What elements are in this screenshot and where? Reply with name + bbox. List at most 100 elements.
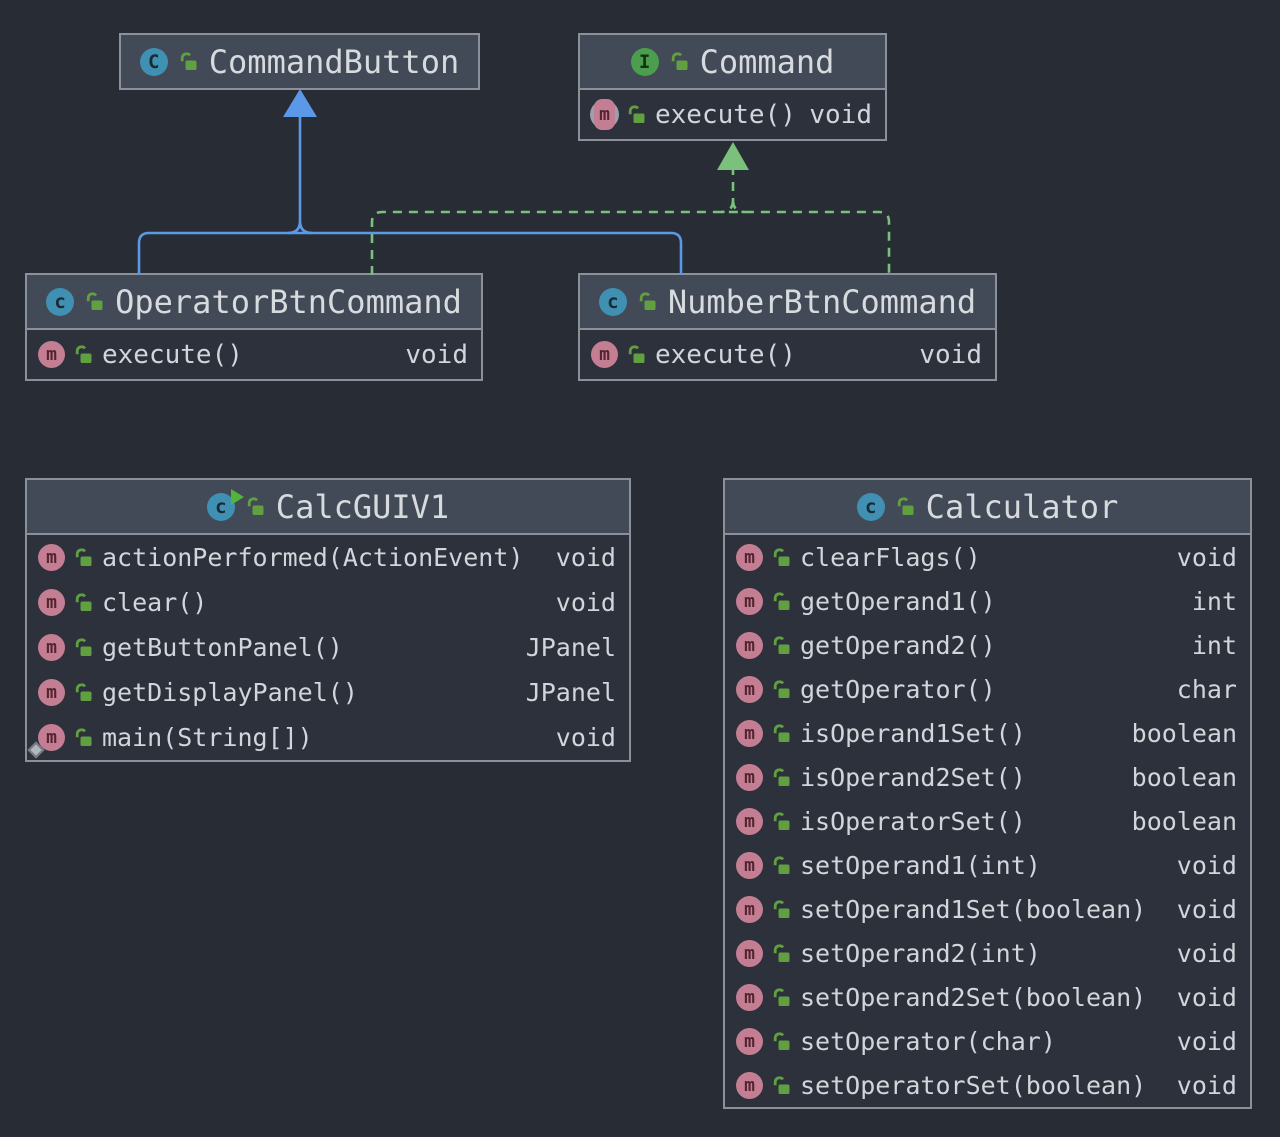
- method-return-type: void: [1176, 1026, 1237, 1056]
- method-return-type: void: [405, 339, 468, 370]
- method-return-type: boolean: [1131, 806, 1237, 836]
- method-row[interactable]: m setOperand1(int) void: [725, 843, 1250, 887]
- method-row[interactable]: m setOperand2Set(boolean) void: [725, 975, 1250, 1019]
- method-row[interactable]: m isOperatorSet() boolean: [725, 799, 1250, 843]
- method-list: m execute() void: [580, 90, 885, 139]
- method-row[interactable]: m clear() void: [27, 580, 629, 625]
- method-return-type: void: [1176, 894, 1237, 924]
- method-return-type: int: [1191, 586, 1237, 616]
- method-icon: m: [736, 895, 763, 923]
- class-header[interactable]: c Calculator: [725, 480, 1250, 535]
- class-icon: c: [598, 287, 627, 316]
- method-row[interactable]: m getOperand1() int: [725, 579, 1250, 623]
- method-name: setOperand2Set(boolean): [800, 982, 1147, 1012]
- method-row[interactable]: m isOperand2Set() boolean: [725, 755, 1250, 799]
- method-return-type: void: [1176, 938, 1237, 968]
- unlocked-icon: [73, 592, 94, 613]
- method-row[interactable]: m getDisplayPanel() JPanel: [27, 670, 629, 715]
- method-return-type: void: [1176, 982, 1237, 1012]
- unlocked-icon: [771, 899, 792, 920]
- unlocked-icon: [771, 987, 792, 1008]
- method-icon: m: [736, 939, 763, 967]
- method-row[interactable]: m execute() void: [27, 330, 481, 379]
- method-row[interactable]: m setOperand1Set(boolean) void: [725, 887, 1250, 931]
- method-name: setOperator(char): [800, 1026, 1056, 1056]
- unlocked-icon: [637, 291, 658, 312]
- method-name: isOperand2Set(): [800, 762, 1026, 792]
- method-icon-letter: m: [744, 898, 755, 920]
- class-box-operatorbtncommand[interactable]: c OperatorBtnCommand m execu: [25, 273, 483, 381]
- method-icon: m: [38, 341, 65, 368]
- method-icon: m: [736, 983, 763, 1011]
- class-box-numberbtncommand[interactable]: c NumberBtnCommand m execute: [578, 273, 997, 381]
- class-title: OperatorBtnCommand: [115, 282, 462, 321]
- class-box-calculator[interactable]: c Calculator m clearFlags(): [723, 478, 1252, 1109]
- method-name: setOperatorSet(boolean): [800, 1070, 1147, 1100]
- method-row[interactable]: m getOperator() char: [725, 667, 1250, 711]
- unlocked-icon: [771, 1031, 792, 1052]
- method-icon: m: [736, 851, 763, 879]
- class-icon: C: [139, 47, 168, 76]
- method-row[interactable]: m actionPerformed(ActionEvent) void: [27, 535, 629, 580]
- interface-icon-letter: I: [638, 50, 651, 73]
- method-row[interactable]: m setOperator(char) void: [725, 1019, 1250, 1063]
- method-row[interactable]: m setOperand2(int) void: [725, 931, 1250, 975]
- method-name: clearFlags(): [800, 542, 981, 572]
- unlocked-icon: [669, 51, 690, 72]
- unlocked-icon: [73, 547, 94, 568]
- method-name: getDisplayPanel(): [102, 678, 358, 707]
- method-row[interactable]: m isOperand1Set() boolean: [725, 711, 1250, 755]
- unlocked-icon: [626, 104, 647, 125]
- method-icon-letter: m: [46, 637, 57, 658]
- method-row[interactable]: m execute() void: [580, 330, 995, 379]
- method-return-type: void: [555, 723, 616, 752]
- method-icon-letter: m: [744, 810, 755, 832]
- method-icon: m: [591, 341, 618, 368]
- method-icon-letter: m: [744, 854, 755, 876]
- method-icon-letter: m: [46, 682, 57, 703]
- method-name: getButtonPanel(): [102, 633, 343, 662]
- implements-arrow-command: [370, 142, 891, 275]
- method-icon: m: [736, 1027, 763, 1055]
- method-icon-letter: m: [744, 678, 755, 700]
- method-icon-letter: m: [599, 344, 610, 365]
- class-header[interactable]: c OperatorBtnCommand: [27, 275, 481, 330]
- class-box-commandbutton[interactable]: C CommandButton: [119, 33, 480, 90]
- method-row[interactable]: m getButtonPanel() JPanel: [27, 625, 629, 670]
- method-list: m execute() void: [580, 330, 995, 379]
- method-name: getOperand1(): [800, 586, 996, 616]
- interface-box-command[interactable]: I Command m execute(): [578, 33, 887, 141]
- class-title: NumberBtnCommand: [667, 282, 977, 321]
- method-icon-letter: m: [744, 722, 755, 744]
- unlocked-icon: [895, 496, 916, 517]
- method-return-type: JPanel: [525, 678, 616, 707]
- method-name: setOperand2(int): [800, 938, 1041, 968]
- method-return-type: boolean: [1131, 718, 1237, 748]
- class-box-calcguiv1[interactable]: c CalcGUIV1 m actio: [25, 478, 631, 762]
- class-header[interactable]: c NumberBtnCommand: [580, 275, 995, 330]
- method-name: setOperand1(int): [800, 850, 1041, 880]
- method-icon: m: [736, 675, 763, 703]
- unlocked-icon: [73, 727, 94, 748]
- method-row[interactable]: m execute() void: [580, 90, 885, 139]
- unlocked-icon: [771, 767, 792, 788]
- method-row[interactable]: m clearFlags() void: [725, 535, 1250, 579]
- method-return-type: JPanel: [525, 633, 616, 662]
- method-row[interactable]: m setOperatorSet(boolean) void: [725, 1063, 1250, 1107]
- class-icon-letter: C: [148, 50, 160, 73]
- method-return-type: void: [1176, 1070, 1237, 1100]
- method-name: isOperatorSet(): [800, 806, 1026, 836]
- class-header[interactable]: c CalcGUIV1: [27, 480, 629, 535]
- class-icon-letter: c: [864, 495, 877, 518]
- method-name: execute(): [655, 339, 796, 370]
- unlocked-icon: [73, 682, 94, 703]
- unlocked-icon: [626, 344, 647, 365]
- class-header[interactable]: C CommandButton: [121, 35, 478, 88]
- method-row[interactable]: m getOperand2() int: [725, 623, 1250, 667]
- method-icon-letter: m: [744, 986, 755, 1008]
- method-row[interactable]: m main(String[]) void: [27, 715, 629, 760]
- method-icon-letter: m: [744, 766, 755, 788]
- unlocked-icon: [771, 1075, 792, 1096]
- class-header[interactable]: I Command: [580, 35, 885, 90]
